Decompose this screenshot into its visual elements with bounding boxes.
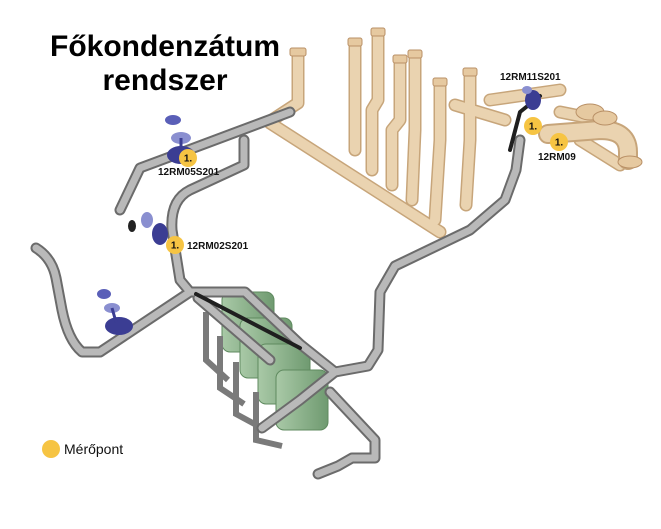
svg-text:12RM11S201: 12RM11S201: [500, 72, 561, 83]
svg-text:12RM05S201: 12RM05S201: [158, 167, 220, 178]
valve-icon: [522, 86, 541, 110]
legend-label: Mérőpont: [64, 441, 124, 457]
svg-text:1.: 1.: [529, 122, 538, 133]
title-line-1: Főkondenzátum: [50, 30, 280, 63]
svg-text:12RM02S201: 12RM02S201: [187, 241, 249, 252]
measure-point-icon: [42, 440, 60, 458]
gray-pipe-network: [30, 94, 542, 480]
valve-icon: [97, 289, 133, 335]
measure-point-12RM11S201: 12RM11S201 1.: [500, 72, 561, 135]
svg-text:1.: 1.: [555, 138, 564, 149]
svg-text:1.: 1.: [171, 241, 180, 252]
measure-point-12RM05S201: 1. 12RM05S201: [158, 149, 220, 178]
measure-point-12RM02S201: 1. 12RM02S201: [166, 236, 249, 254]
beige-pipe-network: [263, 27, 643, 239]
legend: Mérőpont: [42, 440, 123, 458]
svg-text:1.: 1.: [184, 154, 193, 165]
measure-point-12RM09: 1. 12RM09: [538, 133, 576, 163]
title-line-2: rendszer: [102, 64, 228, 97]
valve-icon: [128, 212, 168, 245]
svg-text:12RM09: 12RM09: [538, 152, 576, 163]
